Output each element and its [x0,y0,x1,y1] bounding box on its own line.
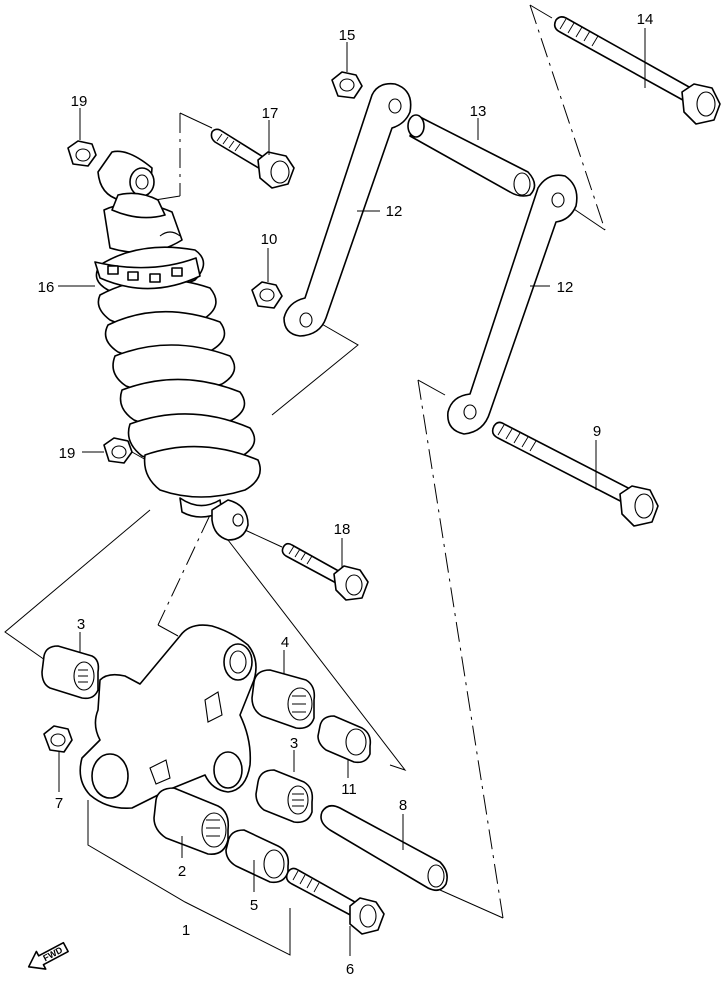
callout-17: 17 [262,105,279,122]
nut-19-upper [67,140,97,167]
callout-3-lower: 3 [290,735,298,752]
collar-5 [225,829,290,884]
callout-12-right: 12 [557,279,574,296]
callout-9: 9 [593,423,601,440]
callout-2: 2 [178,863,186,880]
rod-8 [320,804,448,892]
collar-11 [317,715,372,764]
nut-15 [331,71,363,99]
collar-2 [153,787,230,856]
nut-10 [251,281,283,309]
cushion-lever-1 [79,624,257,810]
callout-15: 15 [339,27,356,44]
callout-6: 6 [346,961,354,978]
link-arm-12-left [283,82,412,337]
callout-7: 7 [55,795,63,812]
bolt-6 [285,867,385,935]
bracket-1-group [87,800,291,956]
rear-shock-absorber [94,150,261,541]
link-arm-12-right [447,174,578,435]
collar-13 [407,114,536,197]
bolt-9 [491,421,659,527]
callout-18: 18 [334,521,351,538]
leader-lines [58,28,646,956]
nut-19-lower [103,437,133,464]
callout-10: 10 [261,231,278,248]
callout-19-lower: 19 [59,445,76,462]
callout-8: 8 [399,797,407,814]
callout-1: 1 [182,922,190,939]
callout-13: 13 [470,103,487,120]
callout-5: 5 [250,897,258,914]
callout-14: 14 [637,11,654,28]
collar-4 [251,669,316,730]
bolt-17 [210,128,295,189]
callout-16: 16 [38,279,55,296]
callout-11: 11 [341,781,357,798]
collar-3-upper [41,645,100,700]
nut-7 [43,725,73,753]
callout-4: 4 [281,634,289,651]
callout-labels: 19 17 15 13 14 12 12 10 16 19 9 18 3 4 3… [38,11,654,978]
callout-12-left: 12 [386,203,403,220]
bolt-14 [553,16,721,125]
fwd-arrow-icon: FWD [27,941,69,970]
callout-3-upper: 3 [77,616,85,633]
bolt-18 [281,542,369,601]
callout-19-upper: 19 [71,93,88,110]
collar-3-lower [255,769,314,824]
